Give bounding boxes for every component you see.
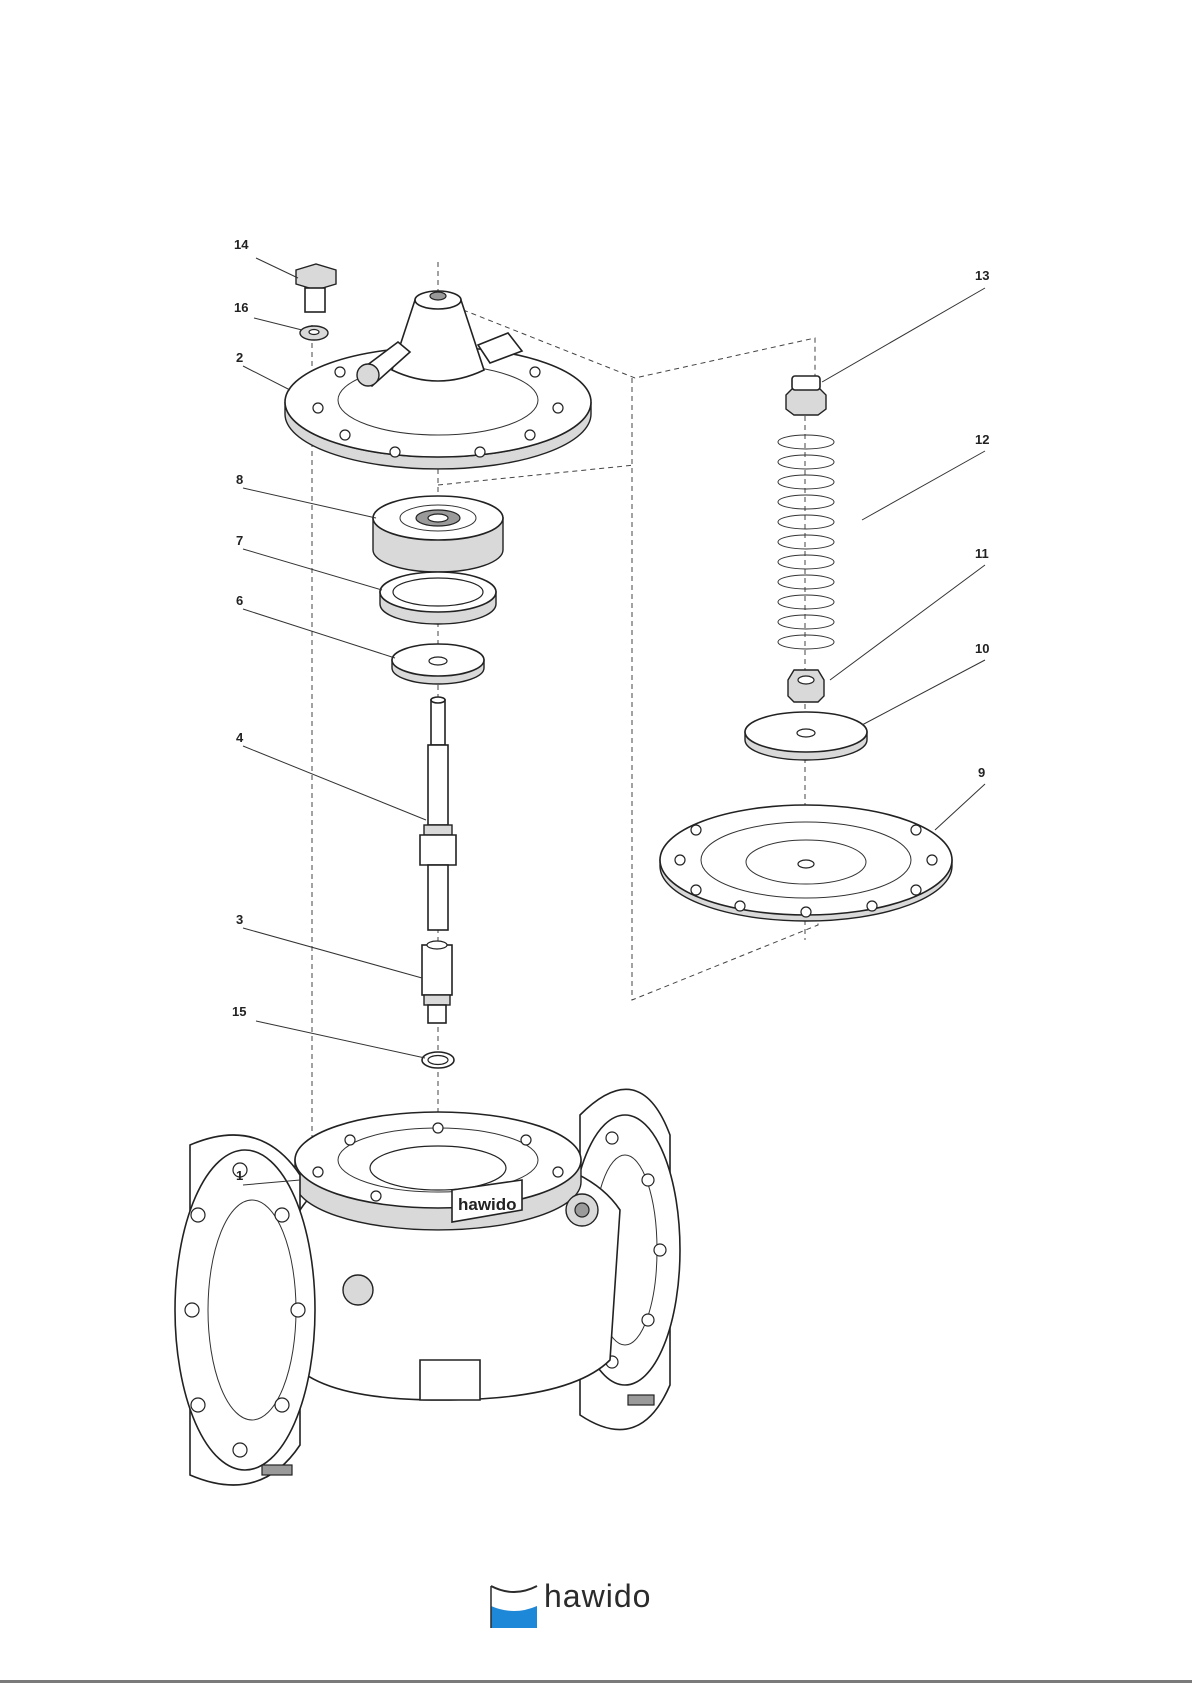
part-15-o-ring [422,1052,454,1068]
spring-coil [778,595,834,609]
part-3-plunger [422,941,452,1023]
part-11-nut [788,670,824,702]
hawido-logo-mark-icon [487,1576,543,1632]
part-12-spring [778,435,834,649]
callout-3: 3 [236,912,243,927]
spring-coil [778,535,834,549]
callout-15: 15 [232,1004,246,1019]
part-1-valve-body: hawido [175,1089,680,1485]
spring-coil [778,615,834,629]
callout-6: 6 [236,593,243,608]
part-9-diaphragm [660,805,952,921]
callout-12: 12 [975,432,989,447]
part-14-bolt [296,264,336,312]
part-6-disc [392,644,484,684]
part-4-stem [420,697,456,930]
part-16-washer [300,326,328,340]
spring-coil [778,435,834,449]
callout-10: 10 [975,641,989,656]
hawido-logo: hawido [487,1576,687,1636]
callout-11: 11 [975,546,989,561]
spring-coil [778,515,834,529]
bottom-rule [0,1680,1192,1683]
callout-13: 13 [975,268,989,283]
part-10-plate [745,712,867,760]
spring-coil [778,635,834,649]
callout-2: 2 [236,350,243,365]
callout-8: 8 [236,472,243,487]
body-brand-marking: hawido [458,1195,517,1214]
callout-4: 4 [236,730,244,745]
spring-coil [778,455,834,469]
callout-1: 1 [236,1168,243,1183]
callout-9: 9 [978,765,985,780]
callout-14: 14 [234,237,249,252]
spring-coil [778,475,834,489]
part-13-nut [786,376,826,415]
spring-coil [778,495,834,509]
spring-coil [778,575,834,589]
spring-coil [778,555,834,569]
part-8-seal [373,496,503,572]
callout-7: 7 [236,533,243,548]
part-7-ring [380,572,496,624]
part-2-bonnet [285,291,591,469]
callout-16: 16 [234,300,248,315]
hawido-logo-wordmark: hawido [544,1578,651,1615]
